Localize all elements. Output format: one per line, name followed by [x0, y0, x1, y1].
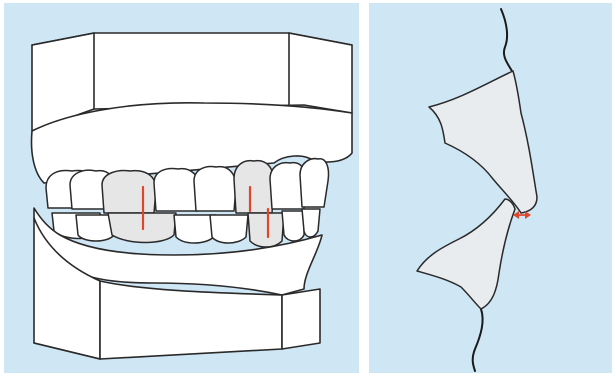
right-panel-incisor-profile [369, 3, 612, 373]
upper-incisor [429, 71, 537, 213]
upper-canine-tooth [234, 161, 274, 213]
incisor-profile-drawing [369, 3, 612, 373]
lower-canine-tooth [248, 213, 284, 247]
articulator-drawing [4, 3, 359, 373]
lower-teeth [52, 209, 320, 247]
upper-premolar-tooth [102, 171, 156, 213]
upper-profile-line [501, 9, 513, 73]
lower-profile-line [473, 309, 483, 371]
left-panel-articulator [4, 3, 359, 373]
lower-incisor [417, 199, 515, 309]
